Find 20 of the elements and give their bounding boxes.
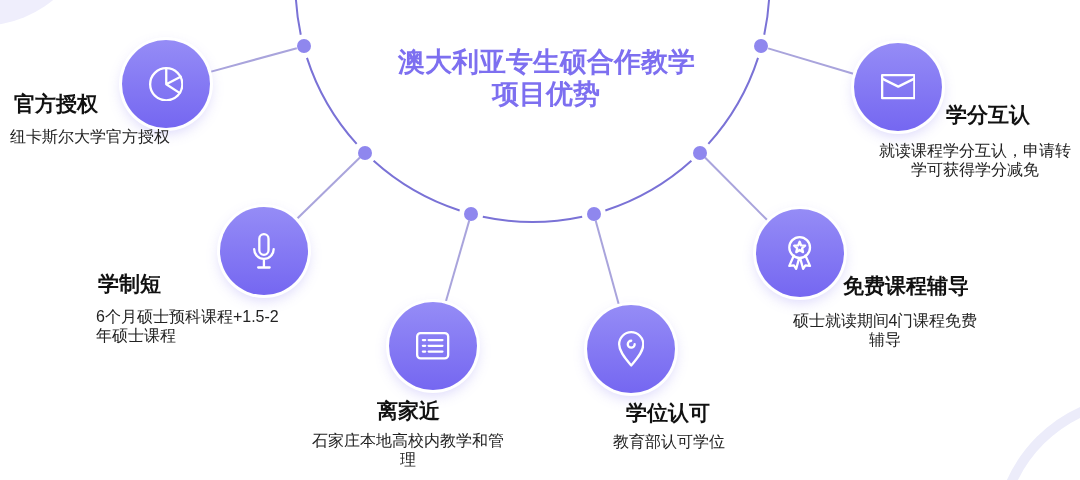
connector-dot [586, 206, 601, 221]
connector-dot [693, 145, 708, 160]
connector-dot [754, 39, 769, 54]
feature-description: 纽卡斯尔大学官方授权 [10, 126, 170, 146]
feature-description: 就读课程学分互认，申请转学可获得学分减免 [878, 140, 1072, 179]
feature-description: 6个月硕士预科课程+1.5-2年硕士课程 [96, 306, 280, 345]
feature-heading: 免费课程辅导 [843, 273, 969, 299]
feature-description: 硕士就读期间4门课程免费辅导 [791, 310, 979, 349]
title-text: 澳大利亚专生硕合作教学项目优势 [396, 46, 696, 110]
feature-description: 教育部认可学位 [613, 431, 725, 451]
feature-heading: 学分互认 [946, 102, 1030, 128]
feature-heading: 学位认可 [626, 400, 710, 426]
feature-heading: 官方授权 [14, 91, 98, 117]
feature-heading: 离家近 [376, 397, 440, 424]
connector-dot [296, 39, 311, 54]
feature-description: 石家庄本地高校内教学和管理 [311, 430, 505, 469]
connector-line [704, 156, 770, 223]
feature-heading: 学制短 [98, 271, 161, 297]
connector-dot [464, 206, 479, 221]
connector-dot [357, 145, 372, 160]
